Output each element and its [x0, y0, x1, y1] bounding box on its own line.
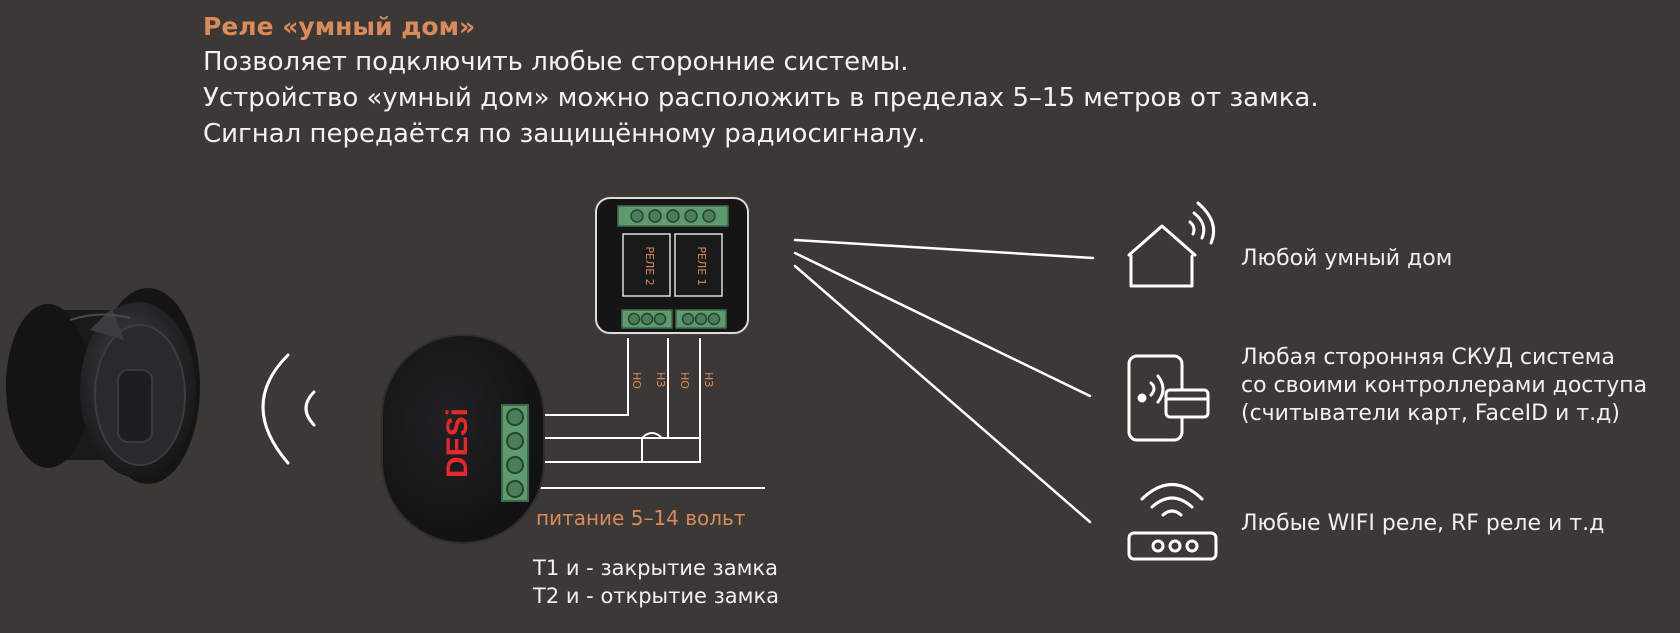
connection-lines	[793, 238, 1095, 524]
target-wifi-relay: Любые WIFI реле, RF реле и т.д	[1241, 510, 1604, 538]
header: Реле «умный дом» Позволяет подключить лю…	[203, 10, 1319, 152]
description-line-2: Устройство «умный дом» можно расположить…	[203, 83, 1319, 113]
target-label-line: (считыватели карт, FaceID и т.д)	[1241, 401, 1620, 426]
target-access-control: Любая сторонняя СКУД система со своими к…	[1241, 344, 1647, 428]
description-line-1: Позволяет подключить любые сторонние сис…	[203, 47, 909, 77]
target-smart-home: Любой умный дом	[1241, 245, 1452, 273]
wiring	[527, 338, 765, 489]
wire-note-t2: T2 и - открытие замка	[533, 584, 780, 608]
relay-module: РЕЛЕ 2 РЕЛЕ 1	[595, 197, 749, 334]
wire-note-t1: T1 и - закрытие замка	[533, 556, 778, 580]
radio-signal-icon	[261, 353, 316, 465]
relay-1-label: РЕЛЕ 1	[695, 246, 708, 285]
terminal-label: НО	[630, 372, 643, 389]
target-label-line: Любые WIFI реле, RF реле и т.д	[1241, 511, 1605, 536]
relay-2-label: РЕЛЕ 2	[643, 246, 656, 285]
target-label-line: Любая сторонняя СКУД система	[1241, 345, 1615, 370]
brand-logo: DESi	[441, 408, 474, 478]
power-label: питание 5–14 вольт	[536, 506, 746, 530]
smart-lock	[6, 288, 200, 484]
relay-terminal-labels: НО НЗ НО НЗ	[630, 372, 715, 389]
description-line-3: Сигнал передаётся по защищённому радиоси…	[203, 119, 926, 149]
terminal-label: НО	[678, 372, 691, 389]
smart-home-icon	[1127, 201, 1216, 288]
target-label-line: Любой умный дом	[1241, 246, 1453, 271]
terminal-label: НЗ	[702, 372, 715, 387]
page-title: Реле «умный дом»	[203, 12, 476, 41]
desi-controller: DESi	[381, 334, 545, 544]
access-control-icon	[1127, 354, 1210, 442]
wifi-router-icon	[1127, 483, 1218, 561]
target-label-line: со своими контроллерами доступа	[1241, 373, 1648, 398]
terminal-label: НЗ	[654, 372, 667, 387]
